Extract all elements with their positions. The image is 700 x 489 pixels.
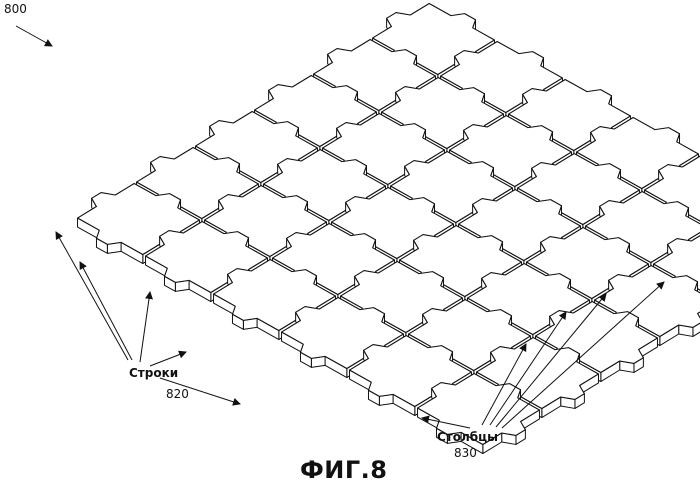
- rows-ref-number: 820: [166, 387, 189, 401]
- interlocking-tile-array: [78, 3, 700, 453]
- rows-label: Строки: [129, 366, 178, 380]
- figure-ref-number: 800: [4, 2, 27, 16]
- leader-arrow: [150, 352, 186, 366]
- columns-ref-number: 830: [454, 446, 477, 460]
- leader-arrow: [140, 292, 150, 362]
- figure-caption: ФИГ.8: [300, 456, 388, 484]
- columns-label: Столбцы: [437, 430, 498, 444]
- leader-arrow: [16, 26, 52, 46]
- leader-arrow: [80, 262, 132, 360]
